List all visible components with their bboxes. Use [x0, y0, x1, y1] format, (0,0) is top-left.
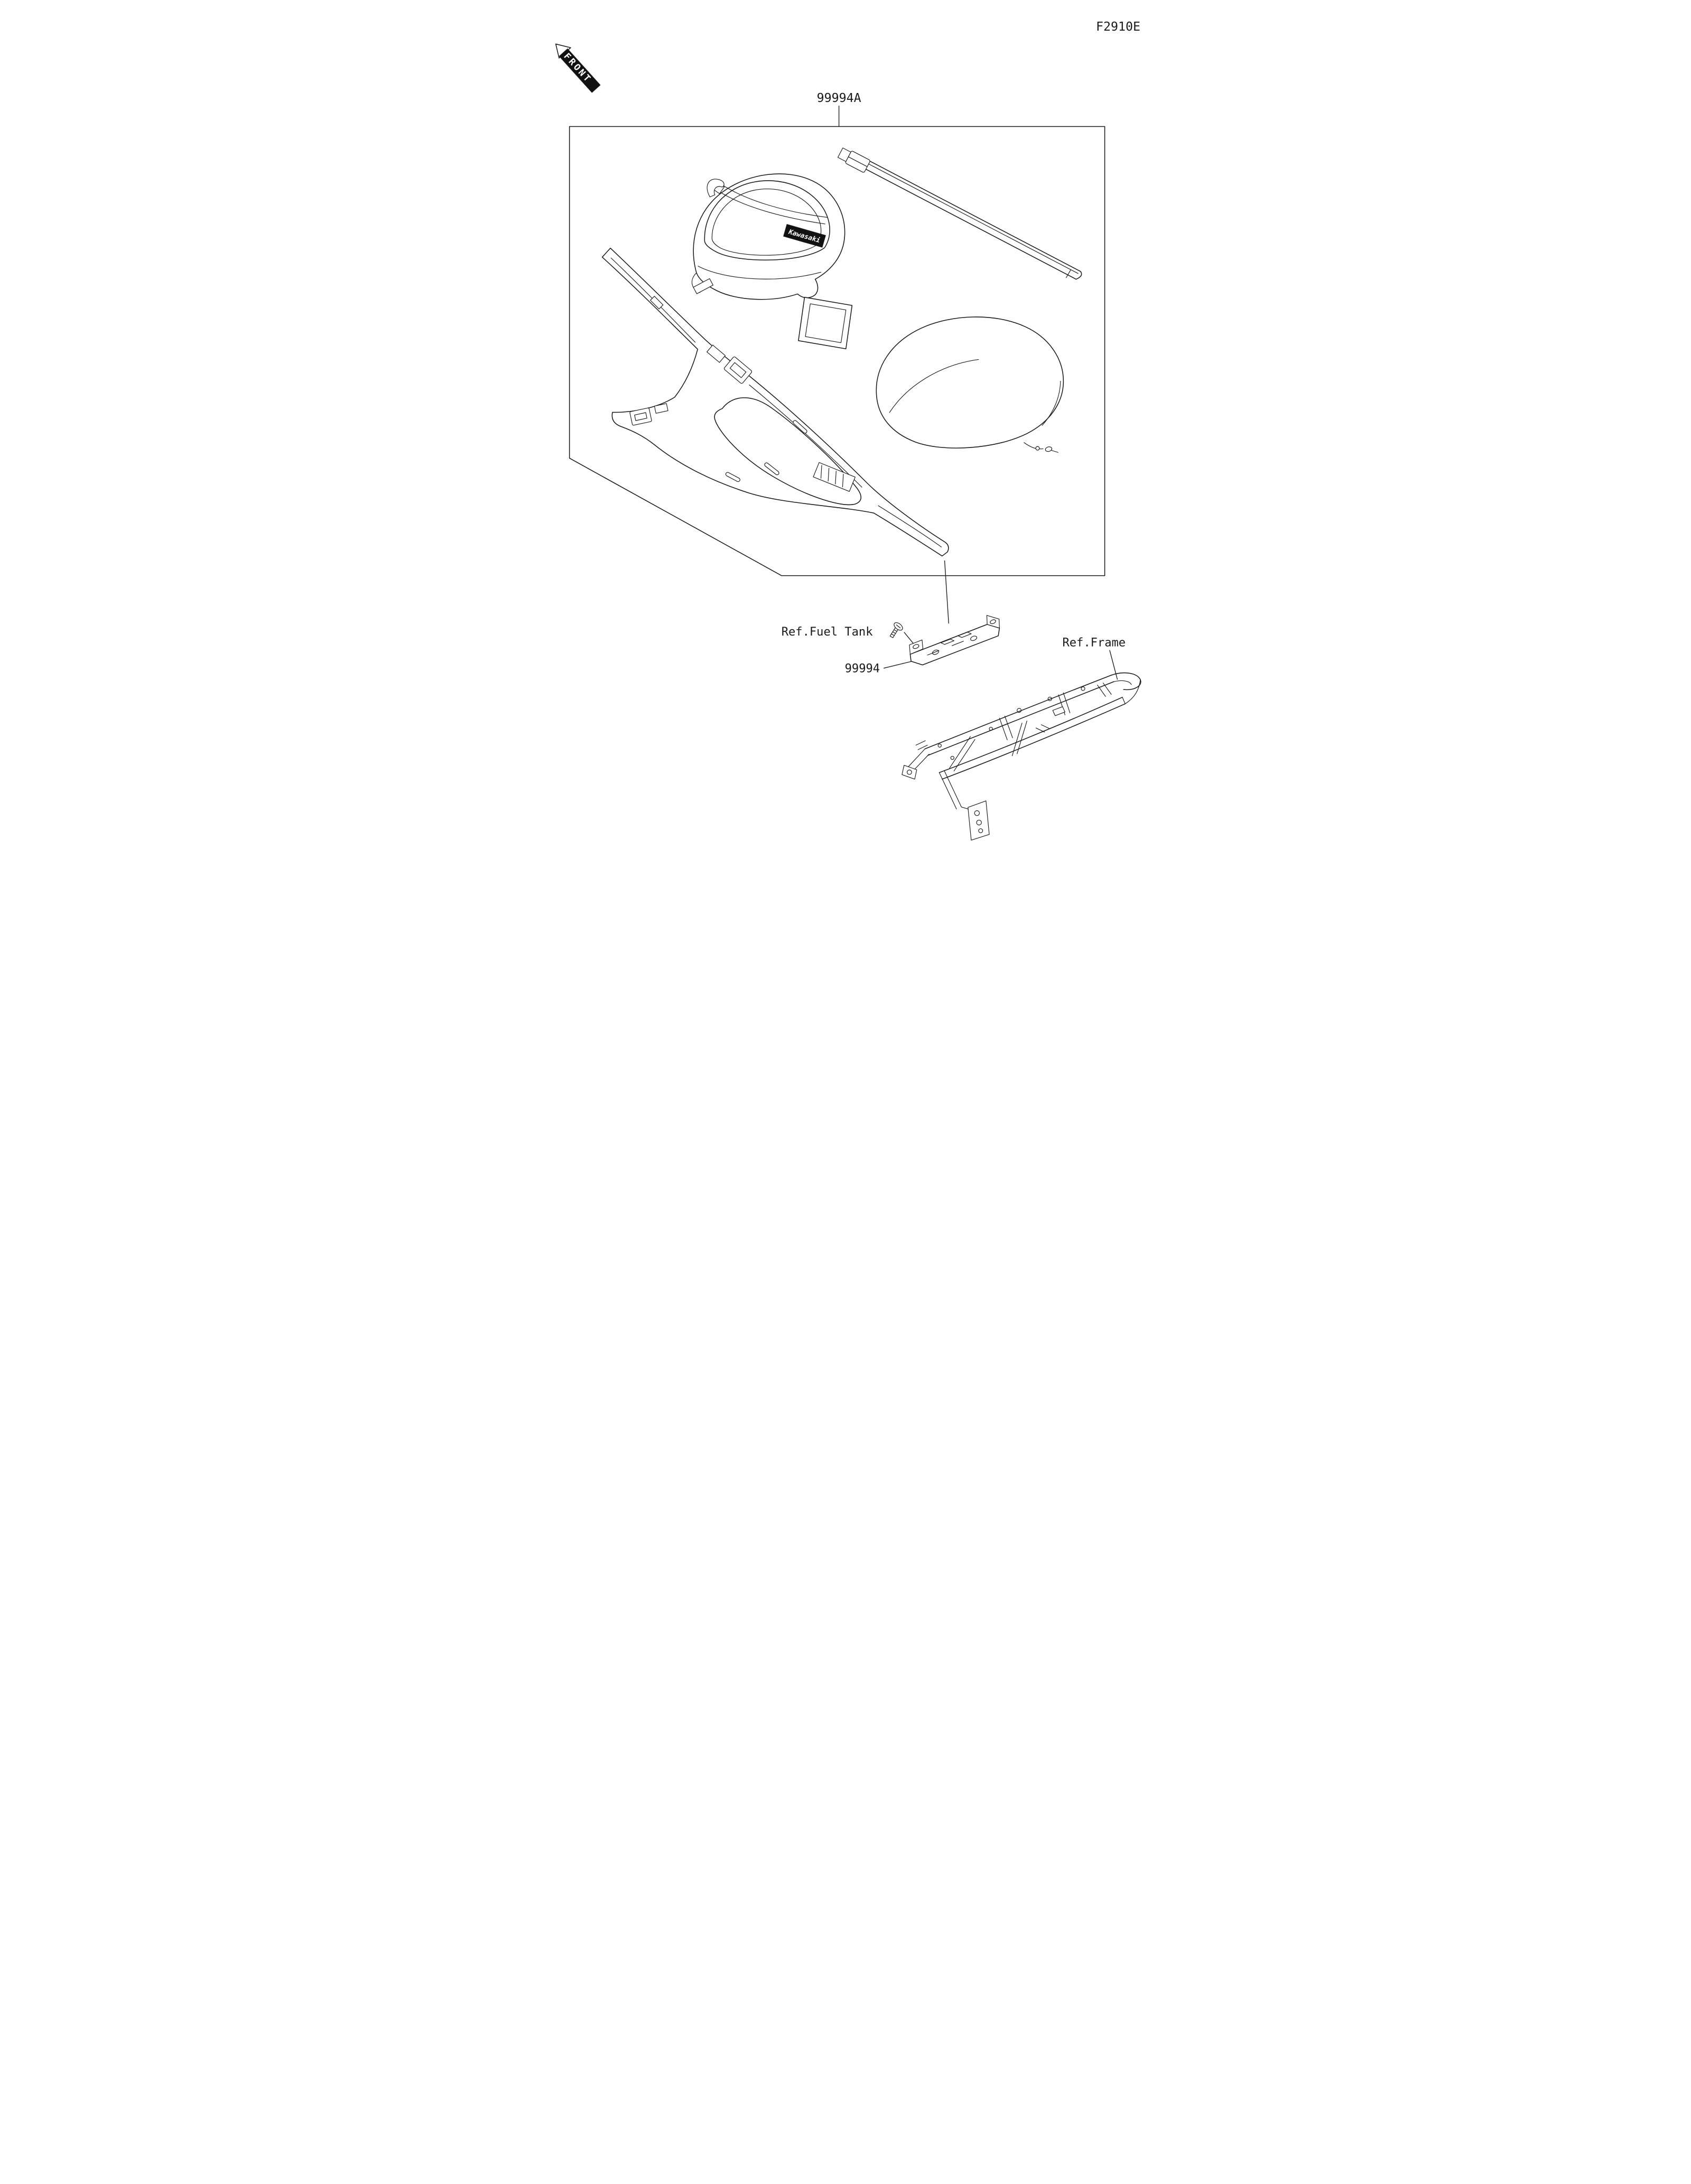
harness-stitched-patch [813, 462, 856, 492]
harness-arm-clip [650, 296, 664, 310]
frame-down-tube-front [908, 748, 930, 772]
bracket-left-flange [909, 639, 924, 655]
frame-rail-near-bottom [927, 681, 1114, 756]
strap-band-bottom-edge [860, 165, 1077, 280]
frame-rear-gusset [1097, 683, 1112, 697]
rain-cover-body [876, 316, 1064, 449]
frame-hole-4 [989, 726, 993, 731]
bracket-drawing [909, 615, 1000, 666]
frame-front-stub [915, 740, 928, 750]
harness-wing-buckle [629, 407, 652, 426]
bracket-plate-hole-2 [970, 636, 978, 641]
harness-base-drawing [601, 247, 949, 557]
tank-bag-handle [707, 179, 724, 198]
strap-buckle [838, 147, 870, 173]
kit-boundary-box [569, 126, 1105, 576]
tank-bag-drawing: Kawasaki [691, 173, 853, 350]
tank-bag-flap [798, 296, 853, 350]
frame-bottom-bracket [968, 800, 990, 841]
harness-leader-line [944, 560, 949, 624]
frame-bottom-connect [961, 806, 969, 809]
strap-stitch-line [866, 162, 1079, 274]
drawstring-toggle [1045, 446, 1053, 452]
mounting-strap-drawing [838, 147, 1082, 280]
frame-down-tube-rear [939, 770, 962, 809]
strap-end-cross-line [1066, 269, 1071, 278]
bracket-part-number-label: 99994 [845, 662, 880, 676]
frame-drawing [902, 672, 1141, 841]
rain-cover-drawstring [1024, 442, 1044, 450]
drawstring-tail [1051, 450, 1058, 453]
frame-brace-diagonal [949, 736, 975, 771]
parts-diagram: F2910E FRONT 99994A Kawasaki [518, 0, 1173, 846]
frame-cross-tube-1 [999, 715, 1013, 741]
harness-wing-buckle-slot [634, 412, 647, 421]
frame-tail-inner [1113, 680, 1132, 685]
frame-hole-1 [1017, 708, 1022, 713]
front-label-box [559, 48, 601, 93]
tank-bag-strap-upper [721, 184, 828, 218]
rain-cover-drawing [876, 316, 1064, 453]
harness-slot-2 [793, 420, 807, 434]
frame-hole-5 [937, 743, 942, 748]
harness-slot-1 [764, 462, 779, 475]
strap-band-top-edge [864, 158, 1081, 272]
bracket-right-flange [986, 615, 1000, 629]
frame-bottom-bracket-hole-3 [978, 828, 983, 833]
strap-buckle-bar [848, 156, 868, 167]
frame-mid-lug [1052, 706, 1065, 716]
frame-rail-far-top [939, 697, 1123, 773]
strap-buckle-tail [838, 147, 851, 162]
ref-fuel-tank-label: Ref.Fuel Tank [782, 626, 873, 639]
frame-rail-far-bottom [942, 703, 1126, 780]
screw-shank [889, 627, 898, 638]
screw-icon [889, 622, 903, 638]
rain-cover-side-line [1042, 380, 1061, 426]
parts-diagram-sheet: F2910E FRONT 99994A Kawasaki [518, 0, 1173, 846]
harness-stitched-patch-hatch [820, 465, 844, 488]
frame-hole-3 [1081, 686, 1085, 691]
frame-tail-connect [1122, 679, 1141, 704]
frame-mid-tube [1011, 721, 1027, 757]
bracket-mid-tab-1 [940, 639, 954, 645]
harness-ladder-buckle [724, 356, 752, 384]
harness-stitched-patch-frame [813, 462, 856, 492]
strap-band-end-cap [1075, 271, 1082, 280]
harness-slot-3 [725, 472, 740, 482]
screw-slot [896, 624, 901, 629]
doc-code-label: F2910E [1096, 20, 1140, 34]
logo-patch-background [783, 224, 826, 248]
ref-frame-label: Ref.Frame [1062, 637, 1126, 650]
frame-bottom-bracket-hole-1 [974, 810, 980, 816]
frame-leader-line [1109, 650, 1118, 680]
frame-front-mount-hole [907, 769, 912, 775]
tank-bag-side-buckle [693, 278, 713, 294]
bracket-right-hole [990, 619, 996, 624]
bracket-leader-line [883, 660, 914, 669]
frame-lug-lines [1035, 724, 1051, 733]
rain-cover-crown-line [889, 359, 979, 413]
harness-strap-loop [707, 344, 726, 363]
frame-front-mount-plate [902, 764, 917, 780]
bracket-left-hole [913, 644, 919, 649]
tank-bag-seam [698, 266, 822, 279]
tank-bag-flap-window [805, 303, 847, 343]
bracket-mid-tab-2 [958, 632, 972, 638]
drawstring-loop [1035, 446, 1040, 451]
bracket-bend-lines [927, 641, 964, 656]
harness-tail-stitch-line [878, 505, 942, 547]
kit-part-number-label: 99994A [817, 91, 861, 105]
frame-rail-near-top [924, 675, 1112, 750]
harness-wing-slider [654, 403, 668, 414]
frame-hole-2 [1047, 696, 1052, 701]
frame-hole-6 [950, 755, 954, 760]
tank-bag-strap-lower [718, 191, 825, 225]
frame-bottom-bracket-hole-2 [976, 819, 982, 826]
harness-ladder-buckle-slot [729, 362, 747, 378]
